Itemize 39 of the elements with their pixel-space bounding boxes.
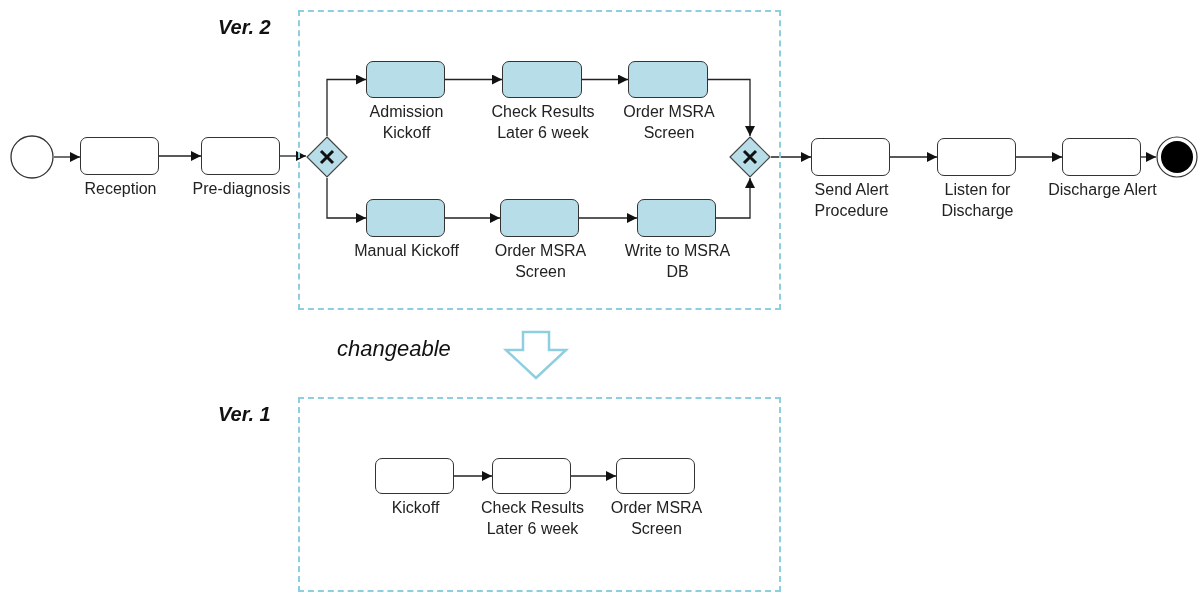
arrow	[581, 74, 629, 85]
task-label: Order MSRA Screen	[622, 102, 716, 143]
task-label: Listen for Discharge	[940, 180, 1015, 221]
task-label: Kickoff	[390, 498, 441, 518]
gateway-diamond	[729, 136, 771, 178]
end-event-circle	[1156, 136, 1198, 178]
task-label: Discharge Alert	[1047, 180, 1158, 200]
arrow	[53, 152, 81, 162]
gateway-diamond	[306, 136, 348, 178]
edge-label: changeable	[337, 336, 451, 362]
arrow	[715, 177, 755, 219]
arrow	[770, 152, 812, 162]
task-label: Order MSRA Screen	[493, 241, 588, 282]
arrow	[444, 213, 501, 223]
task-label: Admission Kickoff	[368, 102, 445, 143]
arrow	[279, 151, 307, 161]
task-label: Pre-diagnosis	[191, 179, 292, 199]
arrow	[570, 471, 617, 481]
arrow	[444, 74, 503, 85]
arrow	[453, 471, 493, 481]
task-label: Write to MSRA DB	[623, 241, 732, 282]
task-label: Send Alert Procedure	[813, 180, 890, 221]
arrow	[326, 177, 367, 223]
task-label: Order MSRA Screen	[609, 498, 704, 539]
version-title: Ver. 2	[218, 16, 271, 39]
task-label: Check Results Later 6 week	[490, 102, 596, 143]
version-title: Ver. 1	[218, 403, 271, 426]
arrow	[578, 213, 638, 223]
block-arrow	[502, 330, 570, 380]
task-label: Check Results Later 6 week	[479, 498, 586, 539]
arrow	[158, 151, 202, 161]
arrow	[707, 78, 755, 137]
task-label: Reception	[83, 179, 158, 199]
arrow	[889, 152, 938, 162]
task-label: Manual Kickoff	[353, 241, 460, 261]
start-event-circle	[10, 135, 54, 179]
arrow	[326, 74, 367, 137]
arrow	[1015, 152, 1063, 162]
arrow	[1140, 152, 1157, 162]
